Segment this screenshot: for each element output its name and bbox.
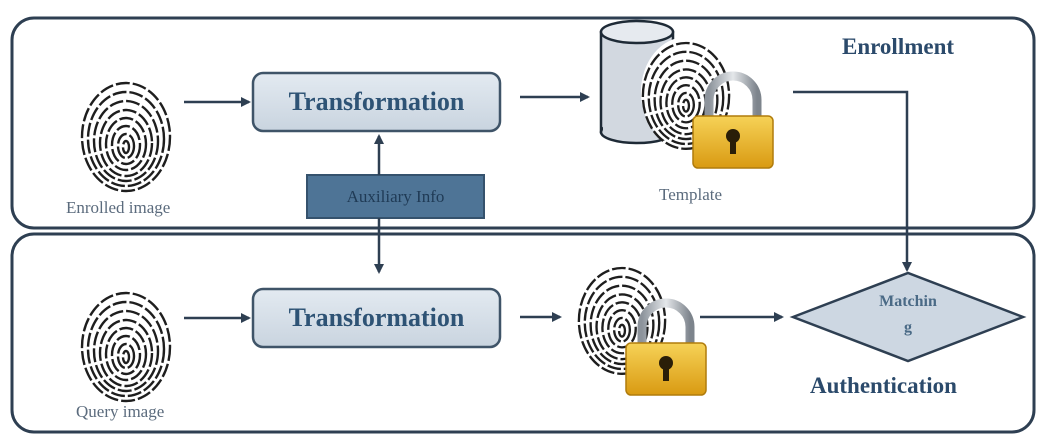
transformation-label-top: Transformation xyxy=(288,87,465,116)
matching-label-line2: g xyxy=(904,319,912,336)
matching-diamond xyxy=(789,271,1027,363)
arrow-template-to-matching xyxy=(793,90,912,272)
auxiliary-info-box xyxy=(306,174,485,219)
transformation-box-bottom xyxy=(251,287,502,349)
fingerprint-icon xyxy=(78,75,174,193)
matching-label-line1: Matchin xyxy=(879,293,937,310)
enrollment-panel xyxy=(10,16,1036,230)
authentication-panel xyxy=(10,232,1036,434)
template-label: Template xyxy=(659,185,723,204)
lock-icon xyxy=(625,298,707,396)
fingerprint-icon xyxy=(78,285,174,403)
section-title-enrollment: Enrollment xyxy=(842,34,955,59)
section-title-authentication: Authentication xyxy=(810,373,957,398)
lock-icon xyxy=(692,71,774,169)
matching-label: Matchin g xyxy=(868,289,948,341)
transformation-label-bottom: Transformation xyxy=(288,303,465,332)
enrolled-image-label: Enrolled image xyxy=(66,198,171,217)
transformation-box-top xyxy=(251,71,502,133)
auxiliary-info-label: Auxiliary Info xyxy=(346,186,445,206)
query-image-label: Query image xyxy=(76,402,165,421)
